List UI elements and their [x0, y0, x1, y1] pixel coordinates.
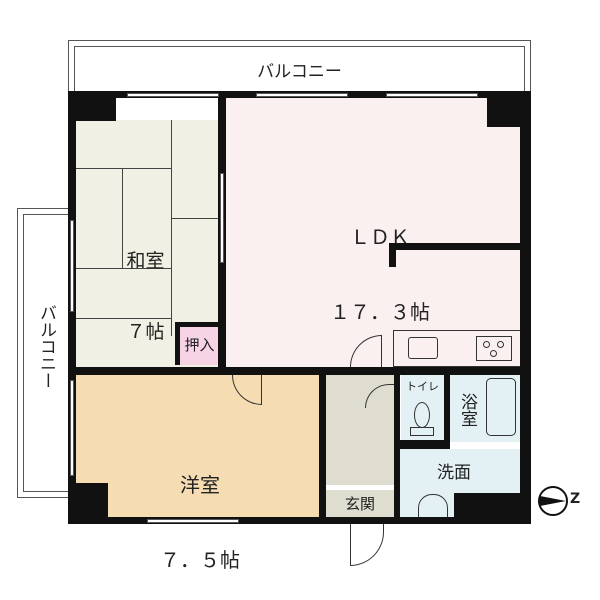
room-ldk [225, 97, 521, 367]
room-bath-label: 浴室 [457, 393, 477, 427]
ldk-partition [389, 243, 521, 250]
wall-toilet-bath [444, 367, 450, 449]
room-toilet: トイレ [401, 375, 444, 440]
window-left-2 [70, 380, 74, 476]
room-senmen-label: 洗面 [437, 463, 471, 483]
balcony-left: バルコニー [17, 208, 69, 498]
room-oshiire-label: 押入 [184, 336, 215, 354]
room-ldk-label: ＬＤＫ １７．３帖 [320, 175, 440, 350]
room-bath: 浴室 [450, 375, 521, 442]
window-left-1 [70, 220, 74, 312]
room-toilet-label: トイレ [406, 380, 439, 393]
room-youshitsu-name: 洋室 [180, 473, 220, 497]
room-oshiire: 押入 [175, 322, 219, 365]
room-washitsu-name: 和室 [126, 249, 165, 272]
room-youshitsu-label: 洋室 ７．５帖 [140, 423, 260, 598]
stove-icon [476, 336, 512, 361]
window-top-2 [256, 93, 348, 97]
balcony-top-label: バルコニー [257, 62, 342, 82]
room-genkan-label: 玄関 [344, 495, 375, 513]
ldk-corner-column [487, 97, 521, 127]
wall-horizontal-mid [68, 367, 531, 375]
window-top-3 [386, 93, 478, 97]
room-washitsu-label: 和室 ７帖 [118, 202, 173, 368]
window-top-1 [127, 93, 219, 97]
room-washitsu-size: ７帖 [126, 320, 165, 343]
room-senmen: 洗面 [399, 449, 521, 522]
room-genkan: 玄関 [326, 486, 394, 518]
sink-icon [408, 337, 438, 359]
room-ldk-size: １７．３帖 [330, 300, 430, 324]
wall-wet-horizontal [394, 440, 450, 449]
balcony-left-label: バルコニー [36, 304, 56, 389]
wall-youshitsu-hall [319, 367, 326, 524]
bathtub-icon [486, 378, 516, 436]
compass-label: Z [570, 491, 581, 507]
window-bottom-youshitsu [147, 519, 239, 523]
kitchen-counter [393, 330, 521, 367]
outer-wall-right [520, 91, 531, 524]
balcony-top: バルコニー [68, 40, 531, 95]
entrance-door [350, 524, 384, 566]
room-youshitsu-size: ７．５帖 [160, 548, 240, 572]
window-washitsu-ldk [220, 173, 224, 263]
washitsu-top-white [118, 97, 218, 119]
toilet-icon [414, 402, 430, 428]
room-youshitsu [75, 375, 319, 517]
compass [535, 483, 571, 519]
compass-north-icon [538, 486, 568, 516]
outer-wall-bottom [68, 517, 531, 524]
